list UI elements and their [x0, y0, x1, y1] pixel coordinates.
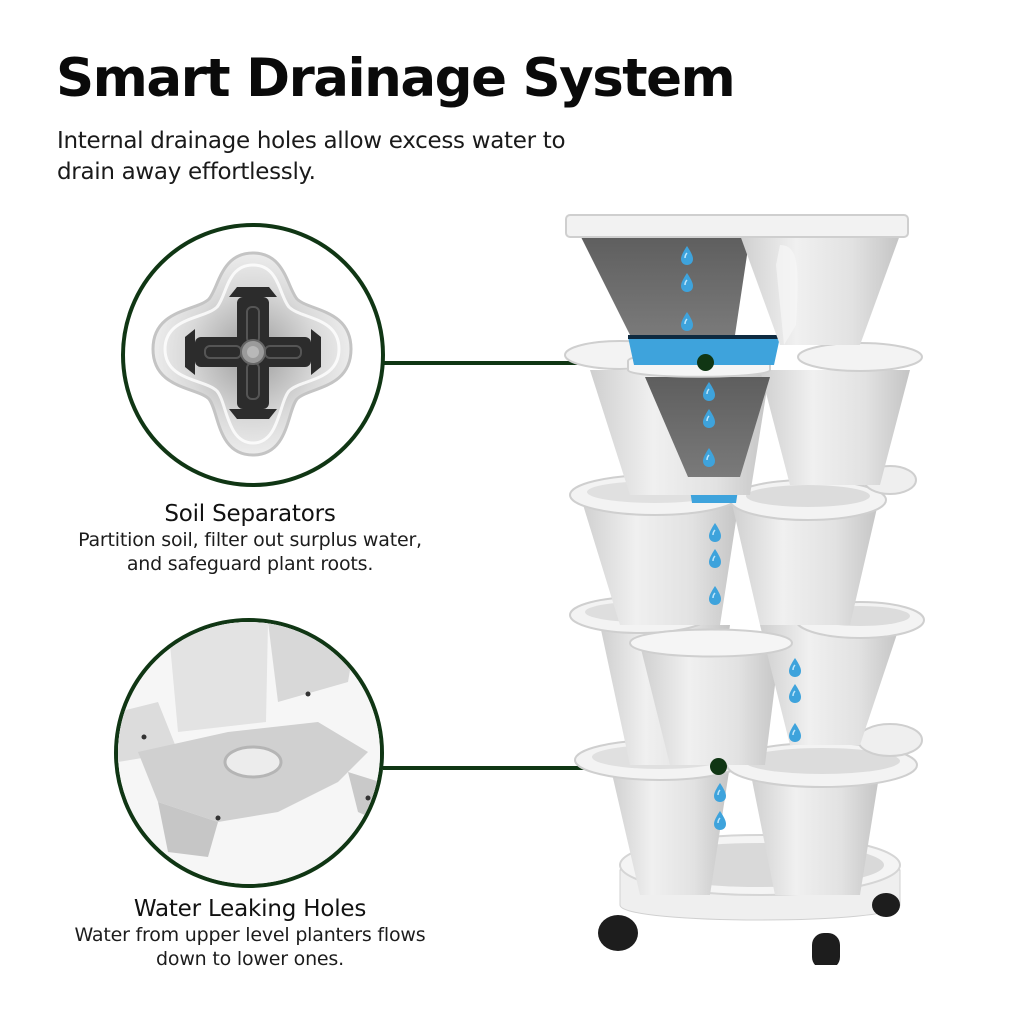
feature-soil-separators: Soil Separators Partition soil, filter o…	[60, 500, 440, 576]
feature-title: Water Leaking Holes	[133, 896, 367, 922]
feature-description: Partition soil, filter out surplus water…	[78, 529, 422, 575]
planter-bottom-icon	[118, 622, 380, 884]
water-leaking-holes-connector-line	[383, 766, 719, 770]
stackable-planter-icon	[564, 214, 925, 965]
feature-water-leaking-holes: Water Leaking Holes Water from upper lev…	[50, 895, 450, 971]
feature-title: Soil Separators	[164, 501, 336, 527]
soil-separator-icon	[151, 251, 353, 457]
feature-description: Water from upper level planters flows do…	[74, 924, 426, 970]
soil-separator-marker-dot	[697, 354, 714, 371]
page-subtitle: Internal drainage holes allow excess wat…	[57, 128, 566, 185]
soil-separator-connector-line	[384, 361, 706, 365]
water-leaking-holes-marker-dot	[710, 758, 727, 775]
water-leaking-holes-callout-image	[114, 618, 384, 888]
planter-tower-image	[560, 205, 930, 965]
page-title: Smart Drainage System	[56, 48, 736, 109]
soil-separator-callout-image	[121, 223, 385, 487]
